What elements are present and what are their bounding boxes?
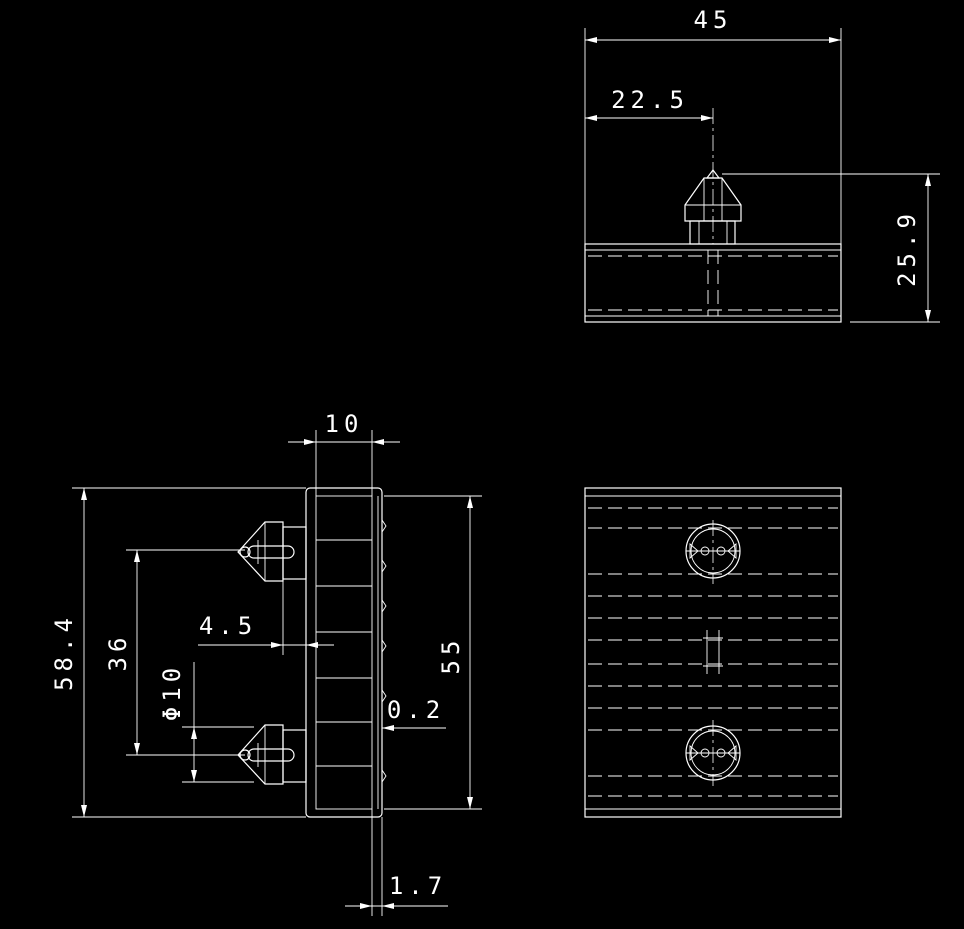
front-view-upper-boss <box>685 520 741 584</box>
top-view: 45 22.5 25.9 <box>584 6 940 323</box>
dim-height-label: 25.9 <box>893 209 921 287</box>
top-view-stud <box>684 169 742 316</box>
dim-width-label: 45 <box>694 6 733 34</box>
dim-pin-diameter-label: Φ10 <box>158 663 186 721</box>
dim-body-height-label: 55 <box>437 636 465 675</box>
dim-pin-offset-label: 4.5 <box>199 612 257 640</box>
dim-flange-label: 1.7 <box>389 872 447 900</box>
dim-pin-pitch-label: 36 <box>104 633 132 672</box>
front-view-center-mark <box>703 630 723 674</box>
dim-gap-label: 0.2 <box>387 696 445 724</box>
dim-overall-height: 58.4 <box>50 487 306 818</box>
dim-thickness: 10 <box>288 410 400 496</box>
front-view-hidden-lines <box>588 507 838 797</box>
dim-thickness-label: 10 <box>325 410 364 438</box>
dim-pin-diameter: Φ10 <box>158 662 254 783</box>
dim-half-width: 22.5 <box>585 86 713 121</box>
front-view-body <box>584 487 842 818</box>
dim-width: 45 <box>584 6 842 244</box>
dim-pin-offset: 4.5 <box>198 580 334 655</box>
dim-overall-height-label: 58.4 <box>50 613 78 691</box>
front-view <box>584 487 842 818</box>
dim-gap: 0.2 <box>381 696 446 740</box>
dim-flange: 1.7 <box>345 809 448 916</box>
dim-pin-pitch: 36 <box>104 549 245 756</box>
dim-half-width-label: 22.5 <box>611 86 689 114</box>
side-view-lower-pin <box>237 724 307 785</box>
side-view: 10 58.4 36 4.5 <box>50 410 482 916</box>
dim-body-height: 55 <box>384 495 482 810</box>
side-view-upper-pin <box>237 521 307 582</box>
dim-height: 25.9 <box>722 173 940 323</box>
side-view-frame <box>305 487 383 818</box>
front-view-lower-boss <box>685 720 741 786</box>
